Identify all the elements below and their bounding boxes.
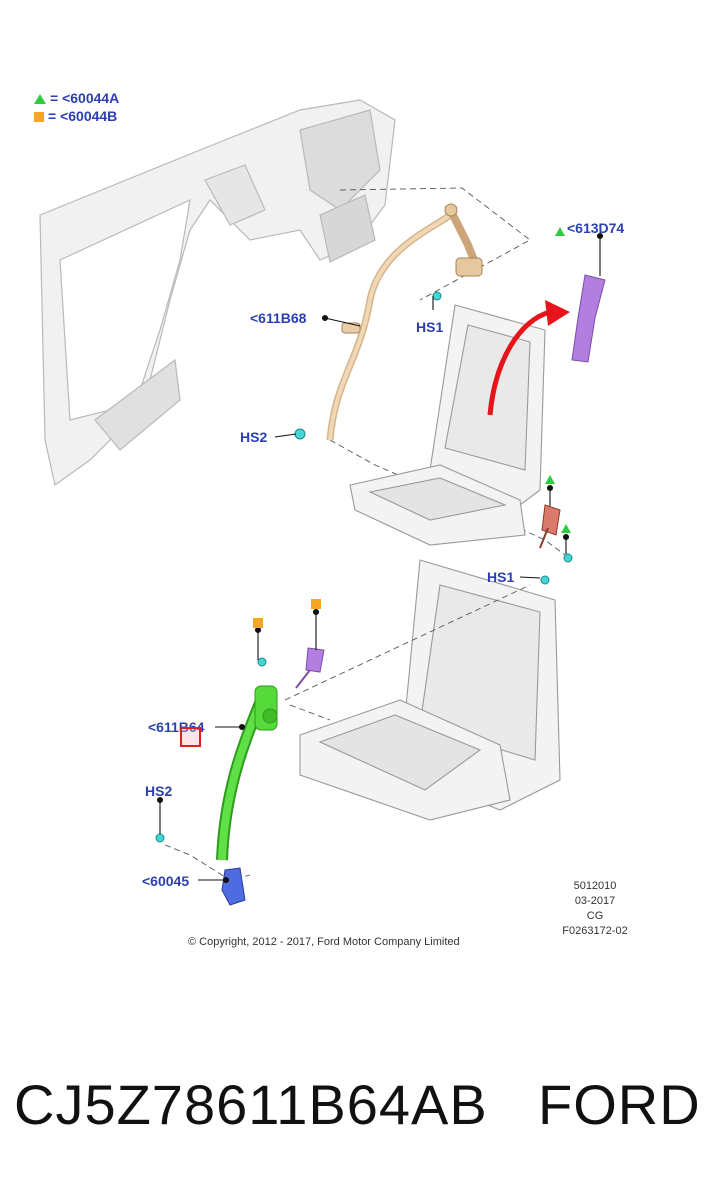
meta-line-4: F0263172-02 [562, 925, 628, 937]
vehicle-body-structure [39, 99, 396, 487]
square-icon [34, 112, 44, 123]
legend-triangle-text: = <60044A [50, 90, 120, 106]
meta-line-2: 03-2017 [574, 895, 616, 907]
callout-upper-hs2: HS2 [240, 429, 268, 445]
belt-guide-part [571, 274, 606, 363]
legend-triangle-row: = <60044A [34, 90, 119, 106]
callout-upper-belt: <611B68 [250, 310, 307, 326]
triangle-icon [34, 94, 46, 105]
lower-seat-frame [299, 559, 561, 821]
brand-name: FORD [538, 1073, 701, 1136]
part-number: CJ5Z78611B64AB [14, 1073, 488, 1136]
lower-seat-belt-assembly [216, 685, 278, 861]
callout-lower-hs2: HS2 [145, 783, 173, 799]
marker-symbols [253, 227, 571, 628]
callout-lower-buckle: <60045 [142, 873, 190, 889]
callout-lower-hs1: HS1 [487, 569, 515, 585]
diagram-meta: 5012010 03-2017 CG F0263172-02 [555, 880, 635, 937]
upper-buckle-part [539, 504, 561, 549]
meta-line-3: CG [586, 910, 604, 922]
exploded-parts-diagram [39, 99, 606, 906]
meta-line-1: 5012010 [573, 880, 617, 892]
upper-seat-belt-assembly [326, 203, 483, 441]
callout-lower-belt: <611B64 [148, 719, 205, 735]
upper-seat-frame [349, 304, 546, 546]
legend-square-text: = <60044B [48, 108, 118, 124]
blue-buckle-part [221, 867, 246, 906]
callout-upper-guide: <613D74 [567, 220, 625, 236]
highlight-box [180, 727, 201, 747]
legend-square-row: = <60044B [34, 108, 117, 124]
callout-upper-hs1: HS1 [416, 319, 444, 335]
lower-purple-buckle-part [295, 647, 325, 689]
copyright-notice: © Copyright, 2012 - 2017, Ford Motor Com… [188, 936, 460, 948]
callout-leader-lines [156, 232, 604, 884]
fold-direction-arrow [487, 300, 570, 416]
